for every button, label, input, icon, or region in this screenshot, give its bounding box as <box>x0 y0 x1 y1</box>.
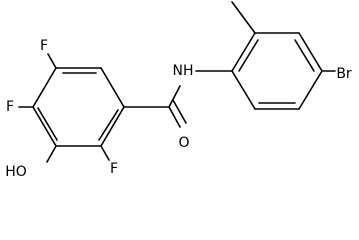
carbonyl-double-bond-a <box>168 106 181 128</box>
hydroxyl-label: HO <box>5 164 27 180</box>
f-top-bond <box>47 53 57 69</box>
ring-double-bond <box>98 109 119 141</box>
carbonyl-double-bond-b <box>172 99 187 124</box>
ring-bond <box>298 32 323 72</box>
carbonyl-oxygen-label: O <box>178 135 189 151</box>
ring-bond <box>32 106 57 147</box>
ring-bond <box>100 67 125 108</box>
amide-nh-label: NH <box>173 63 194 79</box>
f-bottom-bond <box>100 145 110 161</box>
ring-bond <box>231 70 256 110</box>
hydroxyl-bond <box>46 145 57 163</box>
molecule-canvas: F F HO F O NH Br <box>5 1 352 180</box>
ring-bond <box>298 70 323 110</box>
ring-bond <box>100 106 125 147</box>
fluorine-left-label: F <box>6 99 14 115</box>
bromine-label: Br <box>336 66 352 82</box>
right-ring <box>231 32 323 110</box>
carbonyl-to-nh-bond <box>168 85 181 108</box>
ring-double-bond <box>294 39 315 72</box>
fluorine-bottom-label: F <box>110 161 118 177</box>
ring-bond <box>32 67 57 108</box>
ring-bond <box>231 32 256 72</box>
ring-double-bond <box>37 107 58 141</box>
fluorine-top-label: F <box>40 38 48 54</box>
methyl-bond <box>231 1 256 34</box>
structure-diagram: F F HO F O NH Br <box>5 1 352 180</box>
left-ring <box>32 67 125 147</box>
ring-double-bond <box>238 39 259 72</box>
